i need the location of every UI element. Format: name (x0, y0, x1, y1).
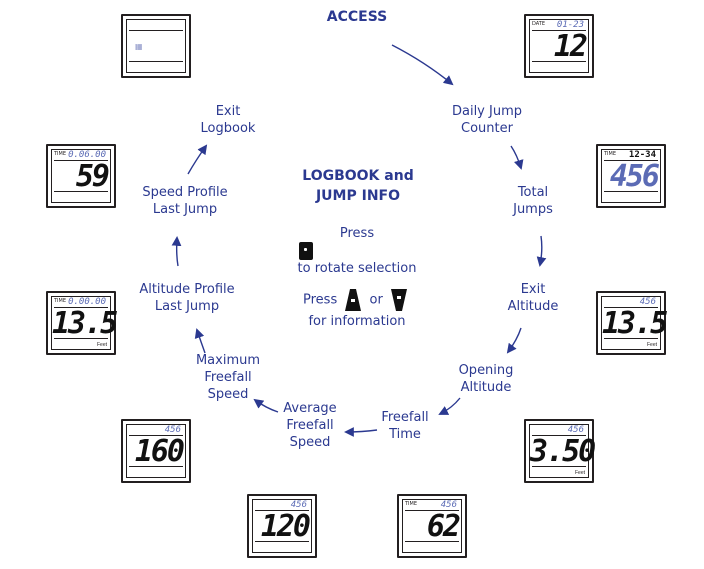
center-title: LOGBOOK and JUMP INFO (302, 168, 414, 204)
lcd-opening-altitude: 456 3.50 Feet (524, 419, 596, 483)
down-button-icon (390, 289, 407, 311)
mode-button-icon (299, 242, 313, 260)
arrow-max-to-altprofile (194, 328, 206, 354)
up-button-icon (345, 289, 362, 311)
lcd-exit-altitude: 456 13.5 Feet (596, 291, 668, 355)
arrow-altprofile-to-speedprofile (171, 236, 182, 267)
rotate-instruction: Press to rotate selection (297, 226, 417, 276)
arrow-daily-to-total (510, 145, 524, 170)
lcd-freefall-time: TIME 456 62 (397, 494, 467, 558)
access-title: ACCESS (326, 9, 388, 25)
arrow-speedprofile-to-exitlogbook (187, 144, 208, 175)
arrow-opening-to-fftime (438, 397, 461, 415)
lcd-exit-logbook: ▦ (121, 14, 191, 78)
lcd-average-freefall-speed: 456 120 (247, 494, 317, 558)
lcd-altitude-profile-last-jump: TIME 0.00.00 13.5 Feet (46, 291, 118, 355)
lcd-speed-profile-last-jump: TIME 0.06.00 59 (46, 144, 116, 208)
arrow-access-to-daily (391, 44, 454, 86)
arrow-exit-to-opening (506, 327, 522, 354)
small-square-icon: ▦ (135, 42, 143, 51)
lcd-maximum-freefall-speed: 456 160 (121, 419, 191, 483)
info-instruction: Press or for information (300, 287, 414, 330)
lcd-daily-jump-counter: DATE 01-23 12 (524, 14, 594, 78)
lcd-total-jumps: TIME 12-34 456 (596, 144, 666, 208)
arrow-total-to-exit (536, 235, 547, 267)
